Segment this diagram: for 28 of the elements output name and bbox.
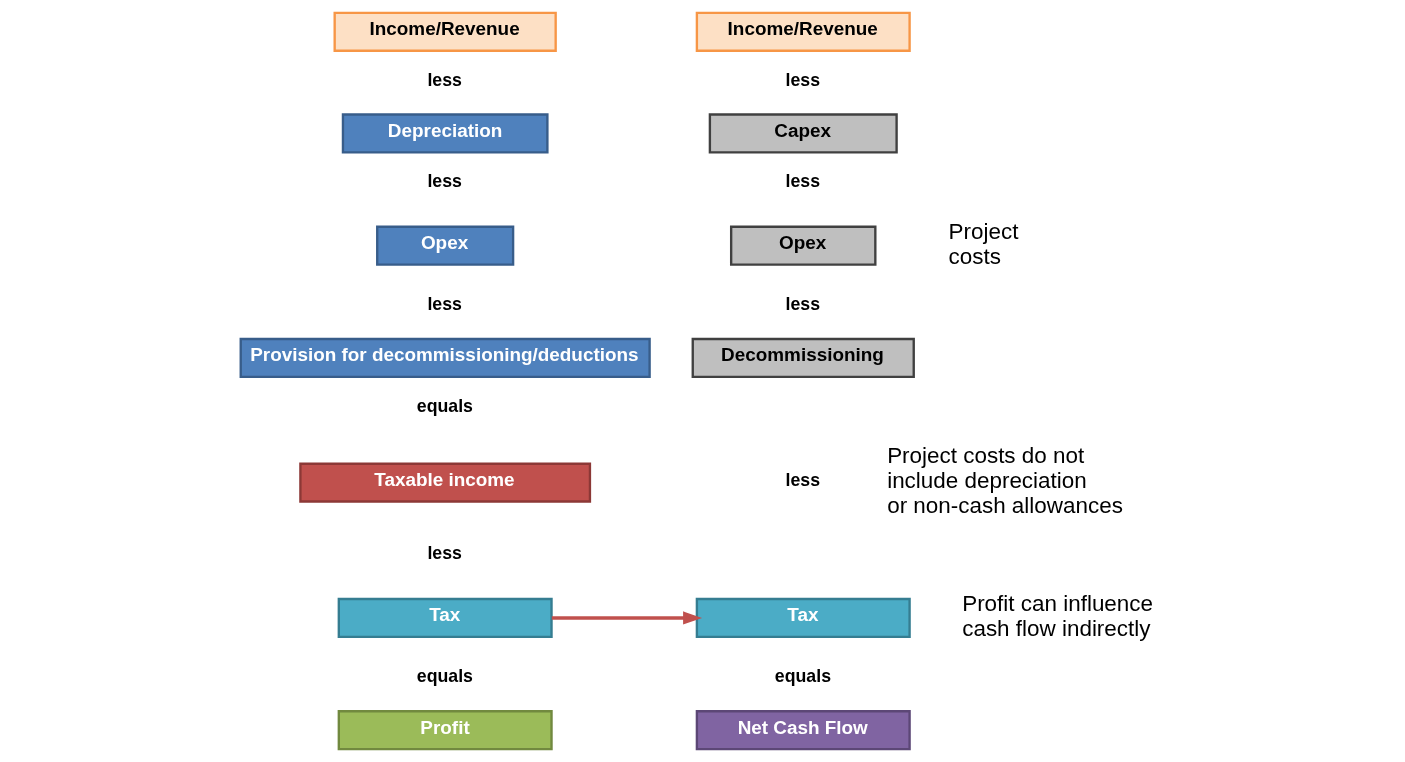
node-box: Opex (730, 225, 877, 266)
label: Project costs do not include depreciation or non-cash allowances (887, 443, 1123, 518)
label: less (785, 69, 821, 90)
node-box: Provision for decommissioning/deductions (239, 337, 651, 379)
node-box: Profit (337, 710, 553, 751)
node-box: Depreciation (341, 113, 549, 154)
node-box: Decommissioning (691, 337, 915, 379)
node-box: Taxable income (299, 462, 592, 503)
label: less (785, 171, 821, 192)
label: less (785, 294, 821, 315)
label: less (427, 69, 462, 90)
label: equals (416, 666, 473, 687)
arrow (551, 611, 703, 625)
label: Project costs (948, 218, 1019, 269)
label: Profit can influence cash flow indirectly (962, 591, 1154, 641)
label: less (427, 294, 462, 315)
node-box: Opex (376, 225, 515, 266)
node-box: Tax (337, 597, 553, 639)
label: less (427, 543, 462, 564)
node-box: Income/Revenue (333, 11, 557, 52)
node-box: Tax (695, 597, 911, 639)
node-box: Income/Revenue (695, 11, 911, 52)
node-box: Net Cash Flow (695, 710, 911, 751)
label: less (785, 469, 821, 490)
node-box: Capex (708, 113, 898, 154)
label: equals (774, 666, 832, 687)
label: equals (416, 395, 473, 416)
label: less (427, 171, 462, 192)
